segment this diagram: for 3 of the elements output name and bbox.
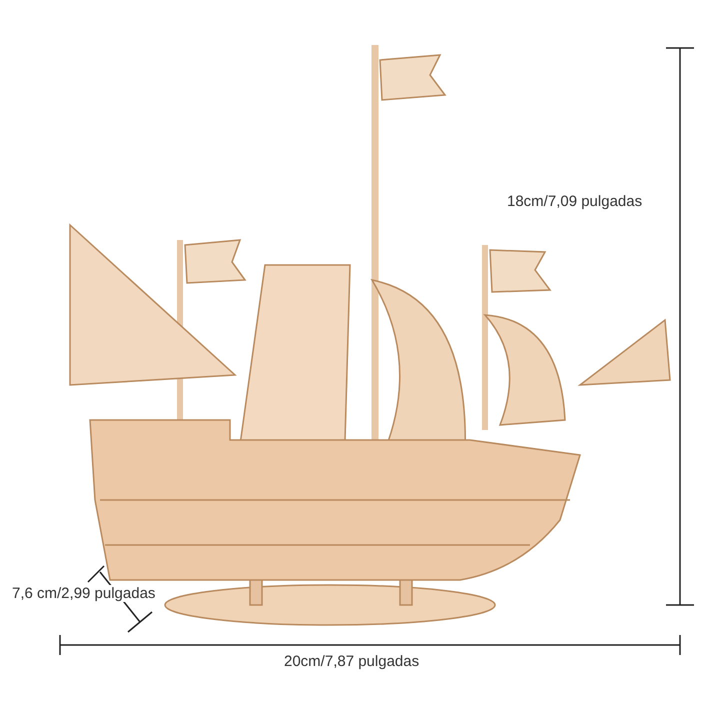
- dimension-label: 18cm/7,09 pulgadas: [505, 193, 644, 210]
- dimension-label: 20cm/7,87 pulgadas: [282, 653, 422, 670]
- dimension-label: 7,6 cm/2,99 pulgadas: [10, 585, 158, 602]
